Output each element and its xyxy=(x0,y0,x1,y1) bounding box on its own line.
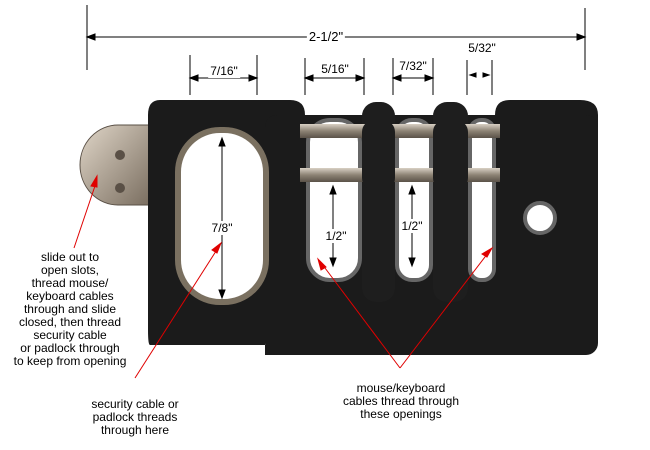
slot-height-label-1: 1/2" xyxy=(323,229,349,243)
cables-note: mouse/keyboard cables thread through the… xyxy=(342,381,460,421)
finger-width-label: 7/32" xyxy=(397,59,429,73)
dimension-lines xyxy=(85,5,587,300)
rod-bottom xyxy=(300,168,500,182)
narrow-slot-width-label: 5/32" xyxy=(466,41,498,55)
security-note: security cable or padlock threads throug… xyxy=(91,397,179,437)
small-hole xyxy=(523,201,557,235)
slot-1 xyxy=(306,118,362,282)
large-opening-width-label: 7/16" xyxy=(208,64,240,78)
large-opening-height-label: 7/8" xyxy=(209,221,235,235)
slot-3 xyxy=(468,118,496,282)
rod-top xyxy=(300,124,500,138)
overall-width-label: 2-1/2" xyxy=(306,29,346,44)
slot-2 xyxy=(395,118,433,282)
callout-arrows xyxy=(73,174,494,379)
slide-tab xyxy=(79,124,151,206)
slot-height-label-2: 1/2" xyxy=(399,219,425,233)
slot-width-label: 5/16" xyxy=(319,62,351,76)
slide-note: slide out to open slots, thread mouse/ k… xyxy=(13,250,127,368)
